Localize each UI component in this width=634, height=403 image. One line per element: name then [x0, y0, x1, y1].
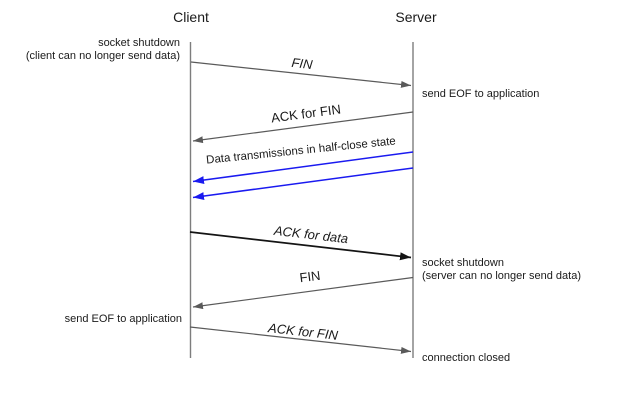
fin-label-1: FIN — [290, 54, 314, 73]
ack-data-arrow — [189, 231, 412, 261]
fin-arrow-1 — [190, 61, 412, 88]
ack-fin-arrow-2 — [189, 326, 412, 354]
client-shutdown-line2: (client can no longer send data) — [25, 49, 180, 62]
connection-closed-note: connection closed — [422, 352, 511, 364]
server-send-eof-note: send EOF to application — [422, 88, 540, 100]
data-arrow-1 — [192, 151, 414, 185]
fin-label-2: FIN — [298, 267, 322, 286]
client-title: Client — [173, 9, 209, 25]
data-arrow-2 — [192, 167, 414, 201]
client-send-eof-note: send EOF to application — [64, 313, 182, 325]
fin-arrow-2 — [192, 276, 414, 310]
client-shutdown-line1: socket shutdown — [98, 37, 180, 49]
server-title: Server — [395, 9, 437, 25]
server-shutdown-line1: socket shutdown — [422, 257, 504, 269]
ack-fin-arrow-1 — [192, 111, 414, 144]
server-shutdown-note: socket shutdown (server can no longer se… — [422, 257, 581, 282]
client-shutdown-note: socket shutdown (client can no longer se… — [26, 37, 180, 62]
server-shutdown-line2: (server can no longer send data) — [422, 269, 581, 282]
